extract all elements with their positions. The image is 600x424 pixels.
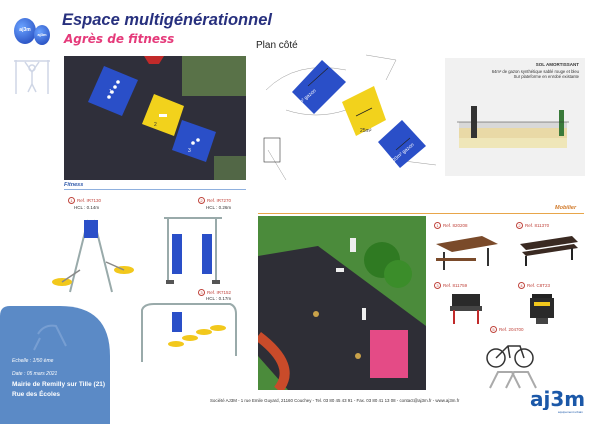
ref-number: 3 <box>434 282 441 289</box>
ref-number: 5 <box>490 326 497 333</box>
ref-code: Ref. 820208 <box>443 223 468 228</box>
aerial-marker-2: 2 <box>154 122 157 128</box>
fitness-product-2-image <box>164 217 222 284</box>
sol-line-1: 64m² de gazon synthétique sablé rouge et… <box>491 69 579 74</box>
ref-number: 4 <box>518 282 525 289</box>
sol-section-drawing <box>457 106 569 148</box>
ref-code: Ref. C8T23 <box>527 283 551 288</box>
mobilier-product-1-image <box>436 236 498 270</box>
ref-code: Ref. 811759 <box>443 283 468 288</box>
sol-description: 64m² de gazon synthétique sablé rouge et… <box>449 69 579 79</box>
aj3m-logo: aj3m <box>530 387 585 410</box>
logo-text: aj3m <box>530 387 585 410</box>
client-name: Mairie de Remilly sur Tille (21) <box>12 381 106 388</box>
aerial-view: 1 2 3 <box>64 56 246 180</box>
fitness-product-1-image <box>52 219 134 293</box>
sol-section-panel <box>445 58 585 176</box>
ref-code: Ref. IR7152 <box>207 290 232 295</box>
ref-number: 1 <box>68 197 75 204</box>
park-drawing <box>258 216 426 390</box>
ref-code: Ref. IR7130 <box>77 198 102 203</box>
fitness-section-label: Fitness <box>64 182 84 188</box>
footer-contact: Société AJ3M - 1 rue Emile Guyard, 21160… <box>210 398 460 403</box>
aerial-marker-1: 1 <box>109 89 112 95</box>
sol-line-2: Sur plateforme en enrobé existante <box>513 74 579 79</box>
page-title: Espace multigénérationnel <box>62 11 272 29</box>
fitness-hcl-3: HCL : 0.17m <box>206 296 232 301</box>
balloon-logo-left: aj3m <box>14 18 36 44</box>
balloon-label: aj3m <box>19 27 31 33</box>
scale-text: Echelle : 1/50 ème <box>12 358 54 364</box>
ref-number: 2 <box>516 222 523 229</box>
mobilier-product-3-image <box>450 294 482 324</box>
fitness-hcl-2: HCL : 0.26m <box>206 205 232 210</box>
ref-number: 1 <box>434 222 441 229</box>
mobilier-section-label: Mobilier <box>555 205 577 211</box>
aerial-drawing <box>64 56 246 180</box>
mobilier-product-5-image <box>486 345 537 389</box>
ref-code: Ref. IR7270 <box>207 198 232 203</box>
sol-title: SOL AMORTISSANT <box>535 62 579 67</box>
balloon-logo-right: aj3m <box>34 25 50 45</box>
fitness-hcl-1: HCL : 0.14m <box>74 205 100 210</box>
info-panel <box>0 306 110 424</box>
aerial-marker-3: 3 <box>188 148 191 154</box>
page-subtitle: Agrès de fitness <box>64 32 175 46</box>
plan-zone-label-2: 25m² <box>360 128 372 134</box>
park-aerial-view <box>258 216 426 390</box>
client-address: Rue des Écoles <box>12 391 61 398</box>
pullup-pictogram <box>14 60 50 94</box>
balloon-label: aj3m <box>37 32 47 37</box>
fitness-product-3-image <box>141 303 237 362</box>
logo-subtitle: équipement urbain <box>558 410 583 414</box>
ref-code: Ref. 204700 <box>499 327 524 332</box>
ref-number: 3 <box>198 289 205 296</box>
mobilier-product-2-image <box>520 236 578 266</box>
mobilier-product-4-image <box>530 294 554 324</box>
plan-drawing: 24m² gazon 25m² 20m² gazon <box>263 54 437 181</box>
mobilier-divider <box>258 213 584 214</box>
date-text: Date : 05 mars 2021 <box>12 371 58 377</box>
ref-number: 2 <box>198 197 205 204</box>
plan-title: Plan côté <box>256 40 298 51</box>
fitness-divider <box>64 189 246 190</box>
ref-code: Ref. 811370 <box>525 223 550 228</box>
